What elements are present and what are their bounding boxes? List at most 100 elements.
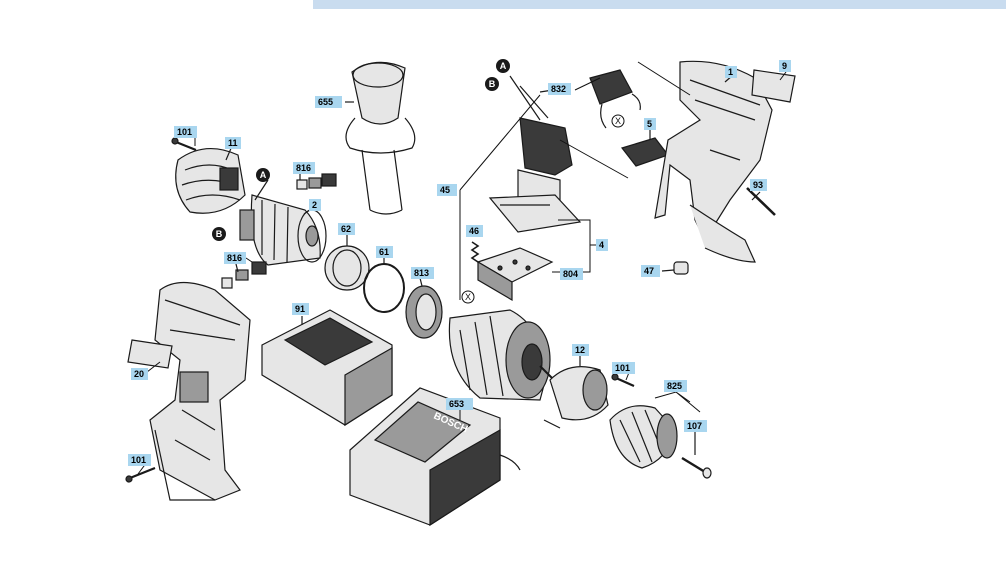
- svg-text:A: A: [500, 61, 507, 71]
- svg-text:20: 20: [134, 369, 144, 379]
- part-825-chuck[interactable]: [609, 405, 678, 469]
- svg-text:107: 107: [687, 421, 702, 431]
- part-813-clutch-ring[interactable]: [405, 277, 443, 339]
- svg-text:655: 655: [318, 97, 333, 107]
- tag-816-b[interactable]: 816: [224, 252, 246, 264]
- svg-text:B: B: [489, 79, 496, 89]
- part-5-button[interactable]: [620, 130, 669, 167]
- svg-text:91: 91: [295, 304, 305, 314]
- marker-a-switch: A: [496, 59, 510, 73]
- leader-4: [552, 219, 591, 273]
- svg-text:46: 46: [469, 226, 479, 236]
- leader-45: [459, 94, 541, 300]
- tag-2[interactable]: 2: [309, 199, 321, 211]
- marker-b-motor: B: [212, 227, 226, 241]
- tag-93[interactable]: 93: [750, 179, 767, 191]
- tag-11[interactable]: 11: [225, 137, 241, 149]
- tag-5[interactable]: 5: [644, 118, 656, 130]
- tag-813[interactable]: 813: [411, 267, 434, 279]
- svg-text:804: 804: [563, 269, 578, 279]
- part-20-label[interactable]: [127, 339, 173, 369]
- svg-text:4: 4: [599, 240, 604, 250]
- part-9-label[interactable]: [751, 69, 796, 103]
- tag-47[interactable]: 47: [641, 265, 660, 277]
- tag-1[interactable]: 1: [725, 66, 737, 78]
- part-804-board[interactable]: [476, 247, 554, 302]
- part-655-side-handle[interactable]: [345, 61, 416, 215]
- marker-a-motor: A: [256, 168, 270, 182]
- svg-text:825: 825: [667, 381, 682, 391]
- svg-text:47: 47: [644, 266, 654, 276]
- svg-text:93: 93: [753, 180, 763, 190]
- tag-655[interactable]: 655: [315, 96, 342, 108]
- tag-9[interactable]: 9: [779, 60, 791, 72]
- tag-101-c[interactable]: 101: [612, 362, 635, 374]
- tag-91[interactable]: 91: [292, 303, 309, 315]
- tag-101-a[interactable]: 101: [174, 126, 197, 138]
- svg-text:653: 653: [449, 399, 464, 409]
- svg-text:832: 832: [551, 84, 566, 94]
- tag-832[interactable]: 832: [548, 83, 571, 95]
- tag-46[interactable]: 46: [466, 225, 483, 237]
- part-101-screw-b[interactable]: [125, 466, 156, 483]
- part-832-cap[interactable]: [589, 69, 641, 129]
- leader-825: [654, 391, 701, 413]
- part-45-switch[interactable]: [488, 75, 582, 233]
- svg-text:816: 816: [296, 163, 311, 173]
- part-61-snap-ring[interactable]: [363, 258, 405, 313]
- part-47-clip[interactable]: [661, 261, 689, 275]
- svg-text:816: 816: [227, 253, 242, 263]
- part-20-housing-half[interactable]: [149, 281, 251, 501]
- svg-text:5: 5: [647, 119, 652, 129]
- tag-107[interactable]: 107: [684, 420, 707, 432]
- tag-653[interactable]: 653: [446, 398, 473, 410]
- marker-x-housing: X: [611, 114, 625, 128]
- part-93-screw[interactable]: [746, 187, 776, 216]
- tag-62[interactable]: 62: [338, 223, 355, 235]
- tag-61[interactable]: 61: [376, 246, 393, 258]
- tag-20[interactable]: 20: [131, 368, 148, 380]
- tag-804[interactable]: 804: [560, 268, 583, 280]
- tag-101-b[interactable]: 101: [128, 454, 151, 466]
- svg-text:11: 11: [228, 138, 238, 148]
- tag-825[interactable]: 825: [664, 380, 687, 392]
- part-816-brushes-b[interactable]: [221, 261, 267, 289]
- header-band: [313, 0, 1006, 9]
- tag-12[interactable]: 12: [572, 344, 589, 356]
- part-11-end-cap[interactable]: [175, 145, 246, 214]
- svg-text:45: 45: [440, 185, 450, 195]
- part-816-brushes-a[interactable]: [296, 172, 337, 190]
- svg-text:101: 101: [615, 363, 630, 373]
- marker-b-switch: B: [485, 77, 499, 91]
- part-101-screw-a[interactable]: [171, 137, 197, 152]
- part-gearbox[interactable]: [448, 309, 553, 401]
- tag-4[interactable]: 4: [596, 239, 608, 251]
- part-1-housing-half[interactable]: [654, 60, 773, 263]
- part-107-screw[interactable]: [681, 432, 712, 479]
- svg-text:B: B: [216, 229, 223, 239]
- part-653-charger[interactable]: BOSCH: [349, 387, 521, 527]
- part-62-ring[interactable]: [324, 235, 370, 291]
- svg-text:A: A: [260, 170, 267, 180]
- leaders-housing: [559, 61, 691, 179]
- svg-text:1: 1: [728, 67, 733, 77]
- svg-text:2: 2: [312, 200, 317, 210]
- svg-text:813: 813: [414, 268, 429, 278]
- tag-45[interactable]: 45: [437, 184, 457, 196]
- svg-text:X: X: [615, 116, 621, 126]
- svg-text:62: 62: [341, 224, 351, 234]
- tag-816-a[interactable]: 816: [293, 162, 315, 174]
- part-2-motor[interactable]: [239, 179, 327, 266]
- svg-text:9: 9: [782, 61, 787, 71]
- svg-text:X: X: [465, 292, 471, 302]
- part-91-battery[interactable]: [261, 309, 393, 427]
- marker-x-gear: X: [461, 290, 475, 304]
- svg-text:12: 12: [575, 345, 585, 355]
- svg-text:101: 101: [131, 455, 146, 465]
- svg-text:61: 61: [379, 247, 389, 257]
- svg-text:101: 101: [177, 127, 192, 137]
- part-46-spring[interactable]: [470, 241, 480, 263]
- part-101-screw-c[interactable]: [611, 373, 635, 388]
- part-12-clutch-cap[interactable]: [543, 356, 609, 429]
